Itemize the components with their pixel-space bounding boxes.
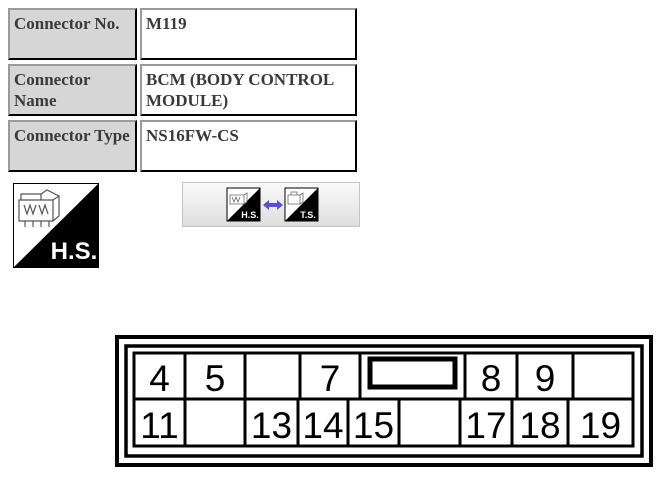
connector-number-value: M119 <box>140 8 357 60</box>
connector-number-label: Connector No. <box>8 8 137 60</box>
connector-name-label: Connector Name <box>8 64 137 116</box>
bottom-row-cell-empty-1 <box>183 397 247 448</box>
mini-hs-label: H.S. <box>241 210 259 220</box>
pin-15: 15 <box>353 405 394 446</box>
pin-18: 18 <box>519 405 560 446</box>
pin-11: 11 <box>140 405 178 446</box>
mini-hs-icon: H.S. <box>226 187 261 222</box>
pin-5: 5 <box>205 358 226 399</box>
pin-17: 17 <box>465 405 506 446</box>
pin-14: 14 <box>302 405 343 446</box>
mini-ts-label: T.S. <box>300 210 316 220</box>
view-toggle-button[interactable]: H.S. T.S. <box>182 182 360 227</box>
connector-type-label: Connector Type <box>8 120 137 172</box>
connector-name-row: Connector Name BCM (BODY CONTROL MODULE) <box>8 64 358 116</box>
top-row-cell-empty-2 <box>243 351 302 401</box>
bottom-row-cell-empty-5 <box>397 397 462 448</box>
pin-13: 13 <box>251 405 292 446</box>
connector-inner-frame <box>124 344 644 458</box>
connector-outer-frame <box>115 335 653 467</box>
connector-name-value: BCM (BODY CONTROL MODULE) <box>140 64 357 116</box>
pin-9: 9 <box>535 358 556 399</box>
mini-ts-icon: T.S. <box>284 187 319 222</box>
harness-side-icon: H.S. <box>13 183 99 268</box>
lock-slot <box>367 356 458 390</box>
hs-icon-label: H.S. <box>51 238 98 265</box>
bottom-row-cell-19 <box>566 397 635 448</box>
connector-info-table: Connector No. M119 Connector Name BCM (B… <box>8 8 358 176</box>
pin-8: 8 <box>481 358 502 399</box>
pin-7: 7 <box>320 358 341 399</box>
pin-4: 4 <box>149 358 170 399</box>
connector-type-value: NS16FW-CS <box>140 120 357 172</box>
top-row-cell-empty-7 <box>571 351 635 401</box>
connector-number-row: Connector No. M119 <box>8 8 358 60</box>
pin-19: 19 <box>580 405 621 446</box>
connector-sketch-icon <box>18 189 60 227</box>
swap-arrow-icon <box>263 200 283 210</box>
connector-type-row: Connector Type NS16FW-CS <box>8 120 358 172</box>
